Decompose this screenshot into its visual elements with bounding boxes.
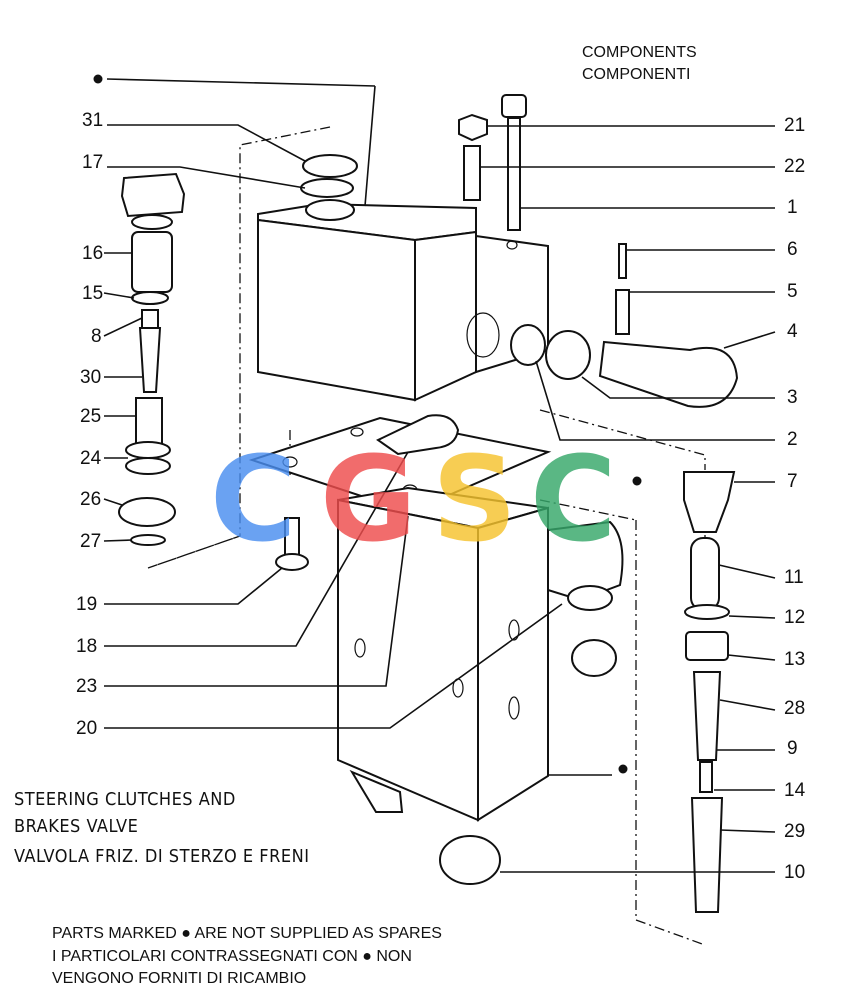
watermark-letter-g: G	[320, 430, 417, 568]
note-line-1: PARTS MARKED ● ARE NOT SUPPLIED AS SPARE…	[52, 925, 442, 942]
label-part-15: 15	[82, 283, 103, 304]
label-part-23: 23	[76, 676, 97, 697]
label-part-11: 11	[784, 567, 804, 588]
components-heading-it: COMPONENTI	[582, 66, 690, 83]
label-part-13: 13	[784, 649, 805, 670]
left-part-stack	[118, 154, 358, 571]
title-line-3: VALVOLA FRIZ. DI STERZO E FRENI	[14, 846, 309, 867]
marker-dot	[632, 476, 642, 486]
label-part-16: 16	[82, 243, 103, 264]
upper-right-parts	[458, 94, 739, 408]
label-part-31: 31	[82, 110, 103, 131]
note-line-2: I PARTICOLARI CONTRASSEGNATI CON ● NON	[52, 948, 412, 965]
label-part-28: 28	[784, 698, 805, 719]
label-part-19: 19	[76, 594, 97, 615]
label-part-29: 29	[784, 821, 805, 842]
label-part-9: 9	[787, 738, 798, 759]
label-part-7: 7	[787, 471, 798, 492]
note-line-3: VENGONO FORNITI DI RICAMBIO	[52, 970, 306, 987]
cgsc-watermark: C G S C	[210, 430, 617, 568]
label-part-12: 12	[784, 607, 805, 628]
components-heading-en: COMPONENTS	[582, 44, 697, 61]
left-labels: 31 17 16 15 8 30 25 24 26 27 19 18 23 20	[76, 110, 103, 739]
label-part-14: 14	[784, 780, 806, 801]
label-part-8: 8	[91, 326, 102, 347]
upper-valve-block	[257, 199, 549, 402]
label-part-10: 10	[784, 862, 805, 883]
label-part-22: 22	[784, 156, 805, 177]
assembly-axis-lines	[147, 126, 706, 946]
title-line-2: BRAKES VALVE	[14, 816, 138, 837]
label-part-3: 3	[787, 387, 798, 408]
label-part-30: 30	[80, 367, 101, 388]
label-part-4: 4	[787, 321, 798, 342]
label-part-20: 20	[76, 718, 97, 739]
label-part-17: 17	[82, 152, 103, 173]
watermark-letter-s: S	[432, 430, 517, 568]
label-part-5: 5	[787, 281, 798, 302]
marker-dot	[618, 764, 628, 774]
label-part-1: 1	[787, 197, 798, 218]
callout-lines	[103, 78, 776, 873]
watermark-letter-c2: C	[530, 430, 617, 568]
label-part-18: 18	[76, 636, 97, 657]
not-supplied-markers	[93, 74, 642, 776]
right-part-stack	[683, 471, 736, 913]
watermark-letter-c1: C	[210, 430, 297, 568]
label-part-25: 25	[80, 406, 101, 427]
lower-valve-block	[337, 486, 624, 885]
label-part-26: 26	[80, 489, 101, 510]
marker-dot	[93, 74, 103, 84]
right-labels: 21 22 1 6 5 4 3 2 7 11 12 13 28 9 14 29 …	[784, 115, 806, 883]
label-part-24: 24	[80, 448, 102, 469]
label-part-21: 21	[784, 115, 805, 136]
label-part-6: 6	[787, 239, 798, 260]
title-line-1: STEERING CLUTCHES AND	[14, 789, 236, 810]
label-part-27: 27	[80, 531, 101, 552]
label-part-2: 2	[787, 429, 798, 450]
